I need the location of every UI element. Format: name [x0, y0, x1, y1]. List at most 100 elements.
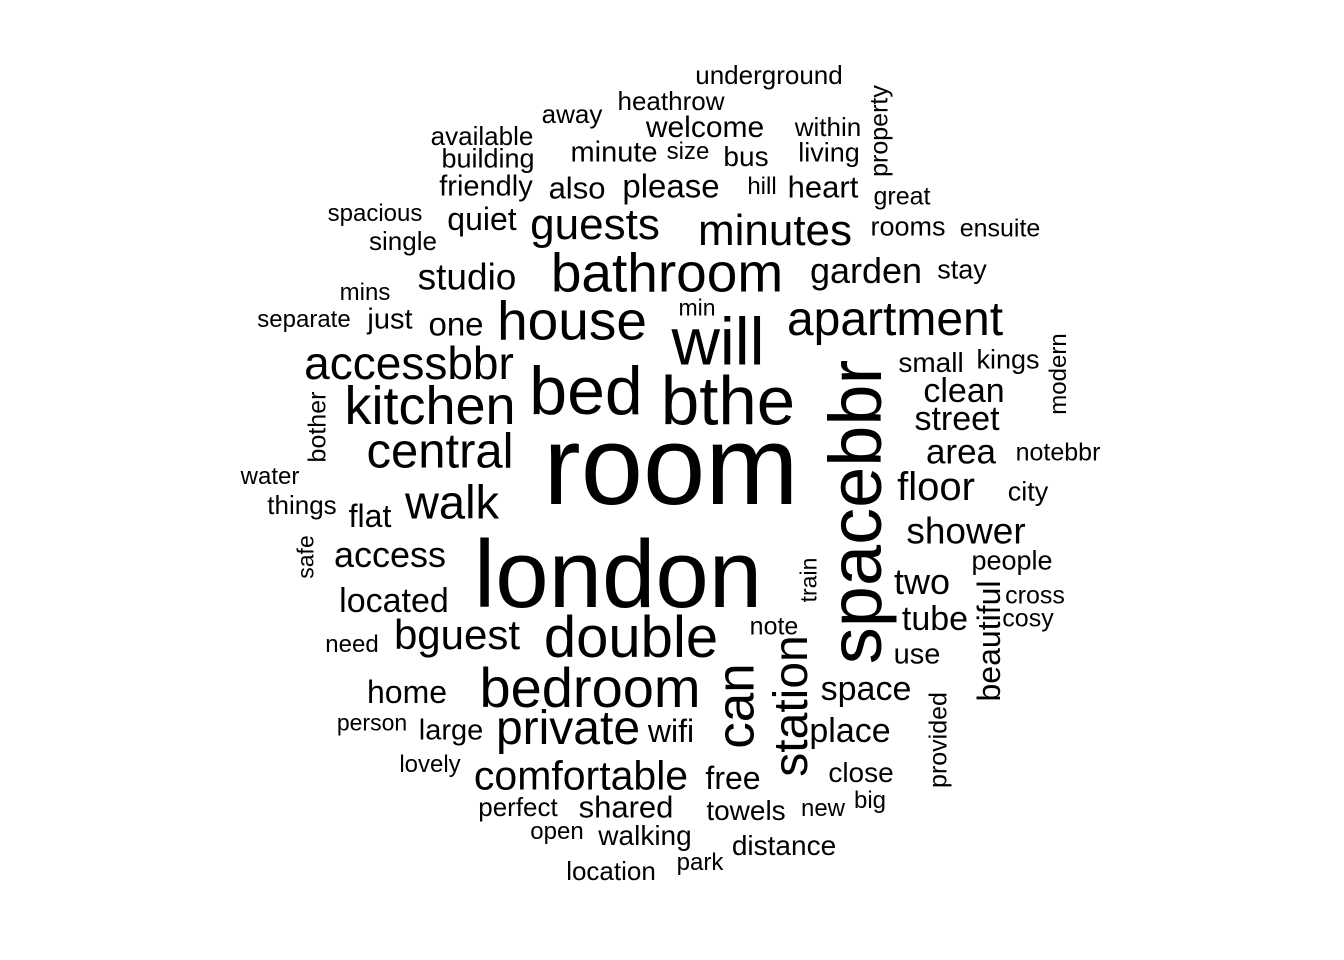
word: safe — [292, 535, 319, 579]
word: ensuite — [959, 214, 1041, 243]
word: london — [473, 521, 763, 628]
word: beautiful — [971, 580, 1007, 702]
word: minutes — [697, 206, 853, 255]
word: house — [497, 289, 647, 352]
word: also — [548, 170, 606, 206]
word: things — [267, 490, 337, 520]
word: garden — [809, 250, 923, 291]
word: floor — [897, 465, 975, 509]
word: spacebbr — [814, 359, 897, 665]
word: underground — [695, 60, 843, 90]
word: can — [706, 663, 766, 749]
word: access — [333, 534, 447, 575]
word: two — [893, 561, 951, 602]
word: minute — [570, 136, 658, 169]
word: room — [543, 403, 799, 528]
word: bed — [529, 353, 643, 429]
word: water — [240, 463, 300, 490]
word: just — [367, 303, 413, 336]
word: bthe — [660, 362, 796, 440]
word: building — [441, 143, 535, 174]
word: located — [339, 582, 449, 620]
word: people — [971, 545, 1053, 576]
word: one — [428, 305, 484, 343]
word: large — [418, 714, 484, 747]
word: perfect — [478, 792, 558, 822]
word: big — [853, 787, 887, 814]
word: walking — [598, 820, 692, 851]
word: area — [925, 432, 997, 472]
word: mins — [339, 279, 391, 306]
word: note — [749, 612, 799, 641]
word: studio — [417, 256, 517, 298]
word: single — [369, 226, 437, 256]
word: modern — [1045, 333, 1072, 415]
word: hill — [747, 173, 777, 200]
word: within — [794, 112, 862, 142]
word: train — [795, 557, 822, 603]
word: accessbbr — [304, 337, 514, 389]
word: min — [678, 294, 716, 321]
word: heart — [787, 169, 859, 205]
word: heathrow — [617, 86, 725, 116]
word: please — [622, 167, 720, 205]
word: notebbr — [1015, 438, 1101, 467]
word: bedroom — [479, 656, 701, 719]
word: separate — [257, 306, 351, 333]
word: cosy — [1002, 604, 1054, 633]
word: kitchen — [344, 376, 516, 436]
word: city — [1007, 476, 1049, 507]
word: shower — [906, 510, 1026, 552]
word: space — [820, 670, 912, 708]
word: comfortable — [473, 752, 689, 799]
word: bother — [303, 391, 332, 463]
word: park — [676, 849, 724, 876]
word: free — [705, 760, 761, 796]
word: size — [666, 138, 710, 165]
word: lovely — [399, 751, 461, 778]
word: quiet — [447, 201, 517, 237]
word: will — [671, 304, 765, 380]
word: bguest — [393, 611, 521, 658]
word: place — [809, 712, 891, 750]
word: rooms — [870, 211, 946, 242]
word: cross — [1005, 581, 1065, 610]
word: friendly — [439, 170, 533, 203]
word: tube — [901, 600, 969, 638]
word: living — [798, 137, 860, 168]
word: property — [865, 85, 894, 177]
word: private — [495, 702, 641, 755]
word: welcome — [645, 111, 765, 144]
word: double — [543, 605, 719, 670]
word: location — [566, 856, 656, 886]
word: home — [366, 674, 448, 710]
word: person — [336, 709, 408, 736]
word: towels — [706, 795, 786, 826]
word: central — [366, 424, 514, 479]
word: flat — [348, 498, 392, 534]
word: close — [828, 757, 894, 788]
word: clean — [923, 372, 1005, 410]
word: bus — [723, 141, 769, 172]
word: kings — [976, 344, 1040, 375]
word: station — [765, 635, 818, 777]
word: available — [430, 121, 534, 151]
word: bathroom — [550, 241, 784, 304]
word: open — [530, 818, 584, 845]
word: new — [800, 795, 846, 822]
word: away — [541, 99, 603, 129]
word: use — [893, 638, 941, 671]
word: small — [898, 347, 964, 378]
word: great — [873, 182, 931, 211]
word: guests — [530, 200, 660, 249]
word: stay — [937, 254, 987, 285]
word: need — [325, 631, 379, 658]
word: spacious — [327, 200, 423, 227]
word: street — [914, 400, 1000, 438]
word: provided — [924, 692, 953, 788]
word: shared — [578, 789, 674, 825]
word: apartment — [786, 293, 1004, 346]
word: distance — [731, 830, 837, 861]
word: wifi — [647, 713, 695, 749]
